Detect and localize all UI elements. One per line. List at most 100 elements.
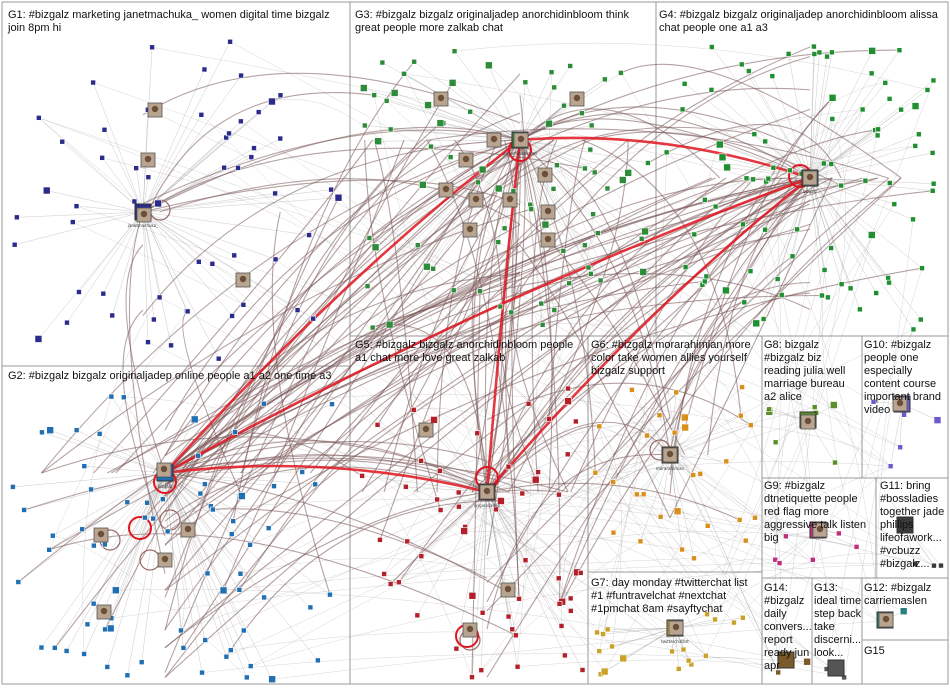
node [785, 51, 792, 57]
node [69, 219, 76, 225]
edge [519, 139, 623, 181]
node [102, 541, 108, 548]
node [315, 657, 321, 664]
node [39, 429, 45, 436]
node [381, 571, 387, 577]
edge [72, 211, 144, 223]
edge [417, 491, 488, 616]
node [38, 644, 45, 651]
node [120, 394, 127, 401]
node [765, 175, 772, 182]
edge [674, 622, 734, 629]
node [210, 506, 216, 513]
edge [123, 397, 166, 474]
node [460, 527, 468, 535]
node [156, 294, 163, 301]
node [567, 595, 574, 602]
node [261, 400, 267, 407]
node [478, 165, 487, 174]
node [929, 150, 936, 156]
inter-group-edge [519, 139, 553, 493]
inter-group-edge [519, 213, 686, 456]
edge [715, 82, 886, 207]
inter-group-edge [48, 177, 878, 551]
node [594, 629, 600, 636]
node [859, 106, 866, 113]
edge [611, 627, 676, 647]
inter-group-edge [486, 177, 811, 602]
edge [519, 139, 589, 268]
edge [809, 145, 916, 179]
node [154, 199, 162, 208]
edge [796, 177, 811, 230]
node [786, 167, 793, 174]
node [676, 666, 682, 672]
node [912, 561, 918, 567]
node [501, 225, 508, 232]
edge [78, 211, 144, 293]
node [546, 416, 552, 422]
inter-group-edge [180, 432, 363, 477]
avatar-node-face [504, 585, 512, 593]
inter-group-edge [273, 139, 405, 474]
edge [711, 89, 811, 179]
node [240, 627, 247, 634]
edge [809, 129, 879, 179]
node [390, 89, 399, 97]
edge [142, 211, 314, 319]
node [516, 596, 522, 602]
edge [706, 80, 934, 615]
node [618, 70, 624, 76]
node [362, 122, 368, 129]
edge [809, 135, 878, 179]
node [762, 138, 768, 145]
node [307, 604, 314, 611]
node [73, 203, 80, 209]
highlight-edge [486, 176, 811, 493]
edge [750, 424, 891, 467]
node [448, 79, 457, 87]
node [104, 664, 111, 670]
node [789, 253, 796, 260]
edge [519, 72, 552, 141]
node [240, 302, 247, 308]
node [551, 84, 558, 91]
inter-group-edge [486, 282, 811, 473]
node [81, 463, 88, 469]
node [638, 236, 645, 242]
node [656, 412, 663, 419]
node [916, 131, 922, 138]
edge [164, 472, 227, 657]
edge [82, 297, 160, 654]
avatar-node-face [882, 615, 890, 623]
node [938, 562, 944, 569]
hub-node [896, 516, 914, 534]
node [312, 481, 319, 488]
avatar-node-face [816, 525, 824, 533]
node [899, 607, 908, 616]
node [610, 479, 616, 485]
node [414, 242, 421, 249]
hub-node-label: twitterchatlist [661, 639, 689, 644]
inter-group-edge [519, 49, 900, 141]
node [447, 154, 454, 160]
edge [669, 386, 743, 456]
inter-group-edge [519, 56, 811, 291]
node [145, 174, 152, 180]
node [403, 483, 409, 490]
node [514, 663, 521, 670]
node [100, 290, 107, 297]
edge [14, 211, 144, 245]
node [769, 73, 776, 79]
edge [519, 82, 526, 141]
node [385, 320, 394, 329]
edge [404, 73, 521, 141]
avatar-node-face [100, 607, 108, 615]
edge [705, 234, 873, 656]
node [294, 307, 301, 313]
node [828, 94, 837, 102]
avatar-node-face [573, 94, 581, 102]
node [223, 653, 230, 660]
node [566, 280, 572, 287]
node [929, 187, 936, 194]
